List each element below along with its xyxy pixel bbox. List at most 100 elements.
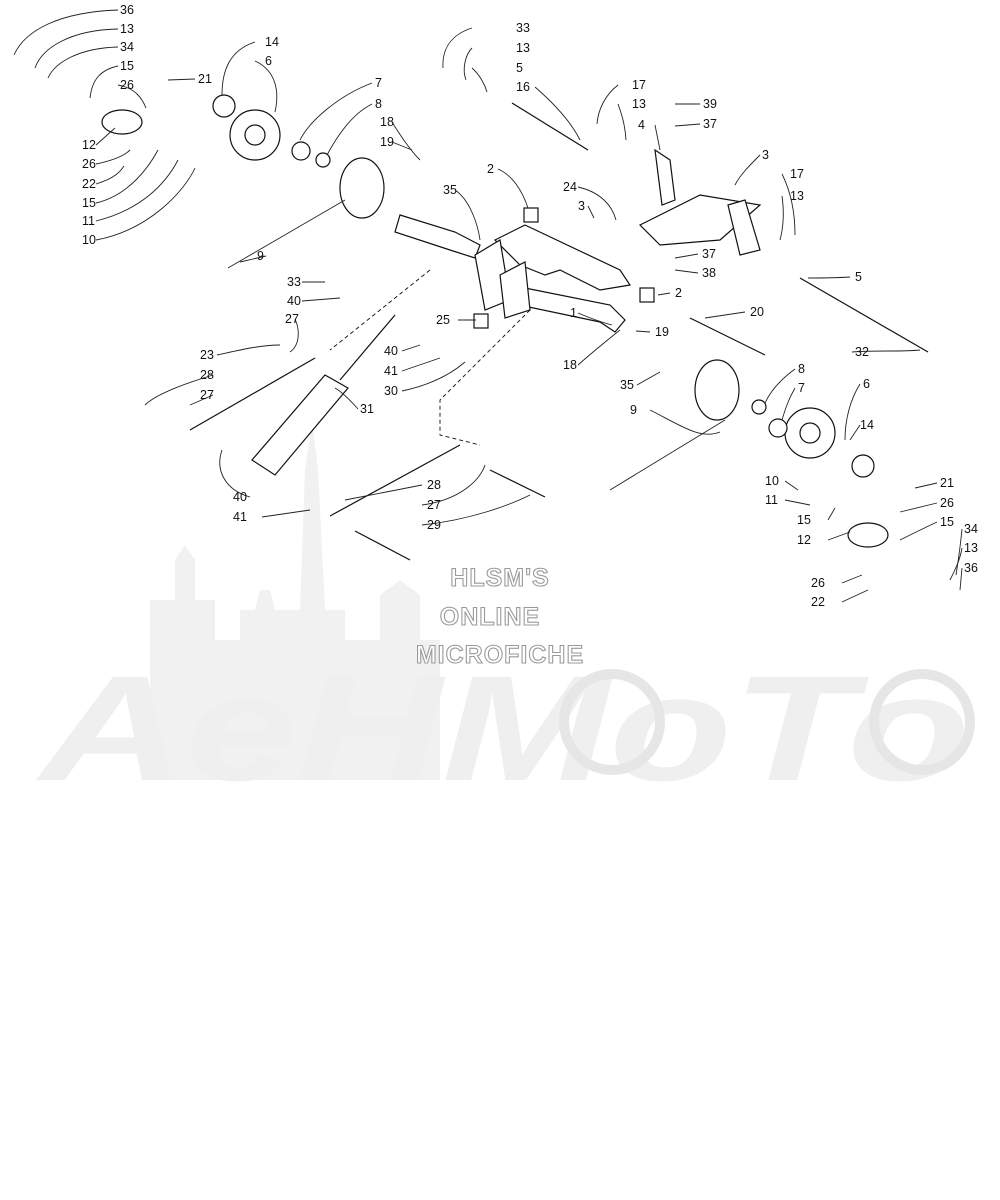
callout-label: 29: [427, 518, 441, 532]
callout-label: 16: [516, 80, 530, 94]
callout-label: 3: [578, 199, 585, 213]
callout-label: 24: [563, 180, 577, 194]
watermark-line-1: HLSM'S: [450, 564, 549, 592]
bearing-right-7: [768, 418, 788, 438]
callout-label: 21: [940, 476, 954, 490]
callout-label: 8: [375, 97, 382, 111]
callout-label: 13: [120, 22, 134, 36]
callout-label: 36: [964, 561, 978, 575]
spacer-left-14: [212, 94, 236, 118]
watermark-line-2: ONLINE: [440, 603, 540, 631]
callout-label: 27: [285, 312, 299, 326]
callout-label: 28: [200, 368, 214, 382]
callout-label: 12: [82, 138, 96, 152]
callout-label: 6: [863, 377, 870, 391]
callout-label: 1: [570, 306, 577, 320]
idler-wheel-left-hub: [244, 124, 266, 146]
callout-label: 14: [860, 418, 874, 432]
upper-plate-4: [654, 148, 676, 206]
rod-16: [511, 102, 589, 151]
callout-label: 27: [427, 498, 441, 512]
callout-label: 37: [703, 117, 717, 131]
callout-label: 2: [675, 286, 682, 300]
callout-label: 40: [233, 490, 247, 504]
callout-label: 5: [855, 270, 862, 284]
torsion-spring-right: [694, 359, 740, 421]
callout-label: 15: [120, 59, 134, 73]
callout-label: 12: [797, 533, 811, 547]
callout-label: 10: [82, 233, 96, 247]
callout-label: 26: [811, 576, 825, 590]
callout-label: 22: [811, 595, 825, 609]
callout-label: 21: [198, 72, 212, 86]
callout-label: 20: [750, 305, 764, 319]
bolt-29b: [489, 469, 546, 498]
cross-shaft-upper: [394, 214, 481, 259]
callout-label: 11: [82, 214, 95, 228]
callout-label: 8: [798, 362, 805, 376]
callout-label: 15: [797, 513, 811, 527]
callout-label: 39: [703, 97, 717, 111]
link-rod-28-upper: [189, 357, 316, 431]
bushing-25: [473, 313, 489, 329]
callout-label: 19: [380, 135, 394, 149]
shock-absorber: [251, 374, 349, 476]
bolt-29: [354, 530, 411, 561]
drawing: [101, 94, 929, 561]
callout-label: 35: [443, 183, 457, 197]
watermark-wheel-left: [559, 669, 665, 775]
watermark-line-3: MICROFICHE: [416, 641, 584, 669]
callout-label: 9: [257, 249, 264, 263]
callout-label: 14: [265, 35, 279, 49]
rod-20: [689, 317, 766, 356]
callout-label: 5: [516, 61, 523, 75]
assembly-dash-upper: [329, 269, 531, 446]
callout-label: 32: [855, 345, 869, 359]
callouts: 36 13 34 15 26 21 14 6 7 8 12 26 22 15 1…: [82, 3, 978, 609]
callout-label: 28: [427, 478, 441, 492]
side-plate-3: [727, 199, 761, 256]
spring-arm-right: [609, 419, 726, 491]
callout-label: 40: [384, 344, 398, 358]
callout-label: 10: [765, 474, 779, 488]
callout-label: 15: [940, 515, 954, 529]
callout-label: 23: [200, 348, 214, 362]
end-cap-12-left: [101, 109, 143, 135]
callout-label: 26: [82, 157, 96, 171]
watermark: AeHMoTo HLSM'S ONLINE MICROFICHE: [35, 420, 975, 812]
watermark-skyline: [150, 420, 440, 780]
callout-label: 7: [798, 381, 805, 395]
ring-left-8: [315, 152, 331, 168]
callout-label: 34: [964, 522, 978, 536]
callout-label: 13: [790, 189, 804, 203]
callout-label: 3: [762, 148, 769, 162]
callout-label: 2: [487, 162, 494, 176]
callout-label: 15: [82, 196, 96, 210]
callout-label: 7: [375, 76, 382, 90]
callout-label: 41: [384, 364, 398, 378]
idler-wheel-right-hub: [799, 422, 821, 444]
callout-label: 30: [384, 384, 398, 398]
callout-label: 34: [120, 40, 134, 54]
callout-label: 36: [120, 3, 134, 17]
watermark-brand: AeHMoTo: [35, 644, 970, 812]
leader-lines: [13, 9, 963, 603]
callout-label: 35: [620, 378, 634, 392]
callout-label: 4: [638, 118, 645, 132]
link-rod-28-lower: [329, 444, 461, 517]
callout-label: 13: [516, 41, 530, 55]
rod-32: [799, 277, 929, 353]
arm-frame: [493, 224, 632, 291]
callout-label: 33: [516, 21, 530, 35]
callout-label: 18: [380, 115, 394, 129]
watermark-wheel-right: [869, 669, 975, 775]
callout-label: 17: [790, 167, 804, 181]
ring-right-8: [751, 399, 767, 415]
spacer-right-14: [851, 454, 875, 478]
callout-label: 40: [287, 294, 301, 308]
spring-arm-left: [227, 199, 346, 269]
callout-label: 41: [233, 510, 247, 524]
callout-label: 13: [964, 541, 978, 555]
callout-label: 18: [563, 358, 577, 372]
